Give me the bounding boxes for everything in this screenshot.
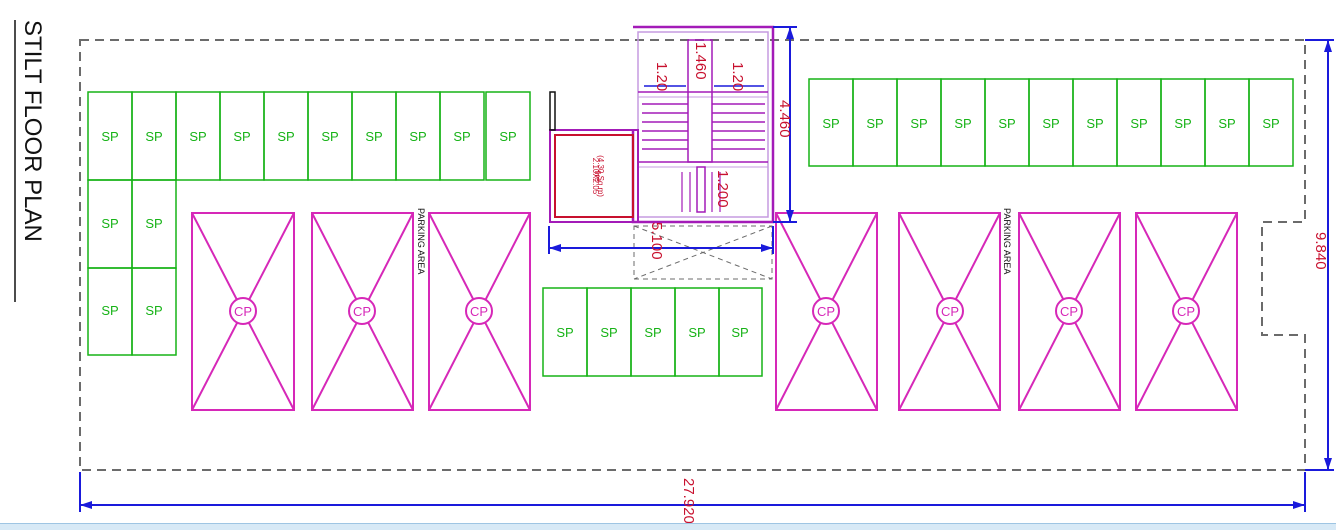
dim-flight-left: 1.20 bbox=[653, 62, 670, 91]
circle-cp-icon: CP bbox=[812, 297, 840, 325]
cp-label: CP bbox=[1177, 304, 1195, 319]
cp-label: CP bbox=[941, 304, 959, 319]
sp-label: SP bbox=[453, 129, 470, 144]
circle-cp-icon: CP bbox=[1172, 297, 1200, 325]
sp-label: SP bbox=[1042, 116, 1059, 131]
sp-label: SP bbox=[145, 303, 162, 318]
sp-label: SP bbox=[1086, 116, 1103, 131]
dim-overall-width: 27.920 bbox=[680, 478, 697, 524]
dim-overall-depth: 9.840 bbox=[1312, 232, 1329, 270]
sp-labels-middle: SP SP SP SP SP bbox=[556, 325, 748, 340]
cp-label: CP bbox=[470, 304, 488, 319]
cp-label: CP bbox=[1060, 304, 1078, 319]
sp-label: SP bbox=[1130, 116, 1147, 131]
sp-label: SP bbox=[365, 129, 382, 144]
dim-lower: 1.200 bbox=[714, 170, 731, 208]
cp-label: CP bbox=[234, 304, 252, 319]
sp-label: SP bbox=[731, 325, 748, 340]
sp-label: SP bbox=[145, 129, 162, 144]
circle-cp-icon: CP bbox=[1055, 297, 1083, 325]
parking-area-label-right: PARKING AREA bbox=[1002, 208, 1012, 274]
parking-area-label-left: PARKING AREA bbox=[416, 208, 426, 274]
circle-cp-icon: CP bbox=[348, 297, 376, 325]
sp-label: SP bbox=[556, 325, 573, 340]
dimension-lines bbox=[79, 26, 1334, 512]
sp-label: SP bbox=[409, 129, 426, 144]
dim-flight-right: 1.20 bbox=[729, 62, 746, 91]
sp-label: SP bbox=[954, 116, 971, 131]
dimension-labels: 27.920 9.840 4.460 5.100 1.20 1.20 1.460… bbox=[648, 42, 1329, 524]
dim-stair-depth: 4.460 bbox=[776, 100, 793, 138]
circle-cp-icon: CP bbox=[465, 297, 493, 325]
sp-group-top-right bbox=[808, 78, 1294, 167]
sp-label: SP bbox=[600, 325, 617, 340]
sp-label: SP bbox=[189, 129, 206, 144]
sp-group-top-left bbox=[87, 91, 531, 356]
sp-slot bbox=[131, 267, 177, 356]
dim-stair-width: 5.100 bbox=[648, 222, 665, 260]
fire-dims: 2.10X2.05 bbox=[591, 158, 600, 195]
sp-label: SP bbox=[101, 216, 118, 231]
sp-label: SP bbox=[101, 303, 118, 318]
fire-lift bbox=[549, 91, 639, 223]
dimension-arrows bbox=[80, 27, 1332, 509]
plan-title: STILT FLOOR PLAN bbox=[19, 20, 46, 242]
sp-label: SP bbox=[998, 116, 1015, 131]
dim-landing: 1.460 bbox=[692, 42, 709, 80]
sp-slot bbox=[485, 91, 531, 181]
sp-label: SP bbox=[866, 116, 883, 131]
sp-label: SP bbox=[499, 129, 516, 144]
sp-label: SP bbox=[321, 129, 338, 144]
sp-label: SP bbox=[644, 325, 661, 340]
sp-labels-top-right: SP SP SP SP SP SP SP SP SP SP SP bbox=[822, 116, 1279, 131]
sp-label: SP bbox=[1218, 116, 1235, 131]
sp-label: SP bbox=[1174, 116, 1191, 131]
fire-area: (4.30 Sq.m) bbox=[596, 155, 605, 197]
sp-label: SP bbox=[822, 116, 839, 131]
circle-cp-icon: CP bbox=[229, 297, 257, 325]
building-boundary bbox=[79, 39, 1306, 471]
sp-slot bbox=[718, 287, 763, 377]
sp-label: SP bbox=[277, 129, 294, 144]
sp-group-middle bbox=[542, 287, 763, 377]
sp-slot bbox=[439, 91, 485, 181]
sp-label: SP bbox=[688, 325, 705, 340]
sp-label: SP bbox=[1262, 116, 1279, 131]
cp-label: CP bbox=[353, 304, 371, 319]
window-bottom-edge bbox=[0, 523, 1336, 530]
sp-label: SP bbox=[910, 116, 927, 131]
sp-slot bbox=[1248, 78, 1294, 167]
sp-labels-top-left: SP SP SP SP SP SP SP SP SP SP SP SP SP S… bbox=[101, 129, 516, 318]
cp-markers: CP CP CP CP CP CP CP bbox=[229, 297, 1200, 325]
cp-label: CP bbox=[817, 304, 835, 319]
fire-label: fire bbox=[593, 170, 602, 182]
sp-label: SP bbox=[101, 129, 118, 144]
sp-label: SP bbox=[145, 216, 162, 231]
circle-cp-icon: CP bbox=[936, 297, 964, 325]
sp-label: SP bbox=[233, 129, 250, 144]
